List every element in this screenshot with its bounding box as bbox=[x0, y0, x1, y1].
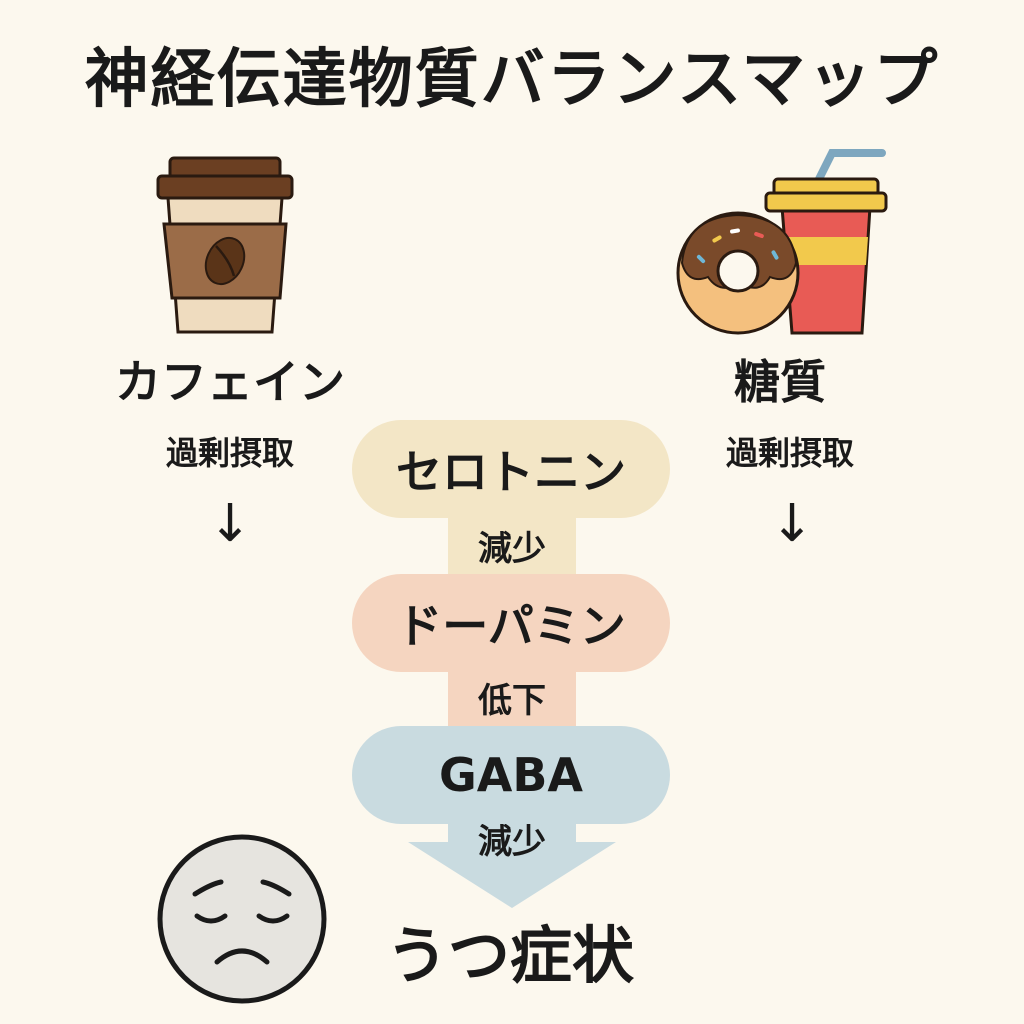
result-label: うつ症状 bbox=[385, 919, 634, 992]
left-source-action: 過剰摂取 bbox=[165, 434, 294, 472]
sad-face-icon bbox=[157, 834, 327, 1004]
gaba-pill: GABA bbox=[352, 726, 670, 824]
serotonin-effect: 減少 bbox=[448, 512, 576, 578]
page-title: 神経伝達物質バランスマップ bbox=[84, 43, 940, 117]
gaba-effect: 減少 bbox=[478, 821, 546, 862]
left-source-name: カフェイン bbox=[115, 355, 345, 409]
donut-and-soda-icon bbox=[676, 149, 888, 335]
left-down-arrow: ↓ bbox=[208, 494, 252, 554]
right-source-action: 過剰摂取 bbox=[725, 434, 854, 472]
dopamine-effect: 低下 bbox=[448, 664, 576, 730]
right-source-name: 糖質 bbox=[734, 355, 826, 409]
dopamine-pill: ドーパミン bbox=[352, 574, 670, 672]
serotonin-pill: セロトニン bbox=[352, 420, 670, 518]
coffee-cup-icon bbox=[156, 156, 294, 334]
right-down-arrow: ↓ bbox=[770, 494, 814, 554]
